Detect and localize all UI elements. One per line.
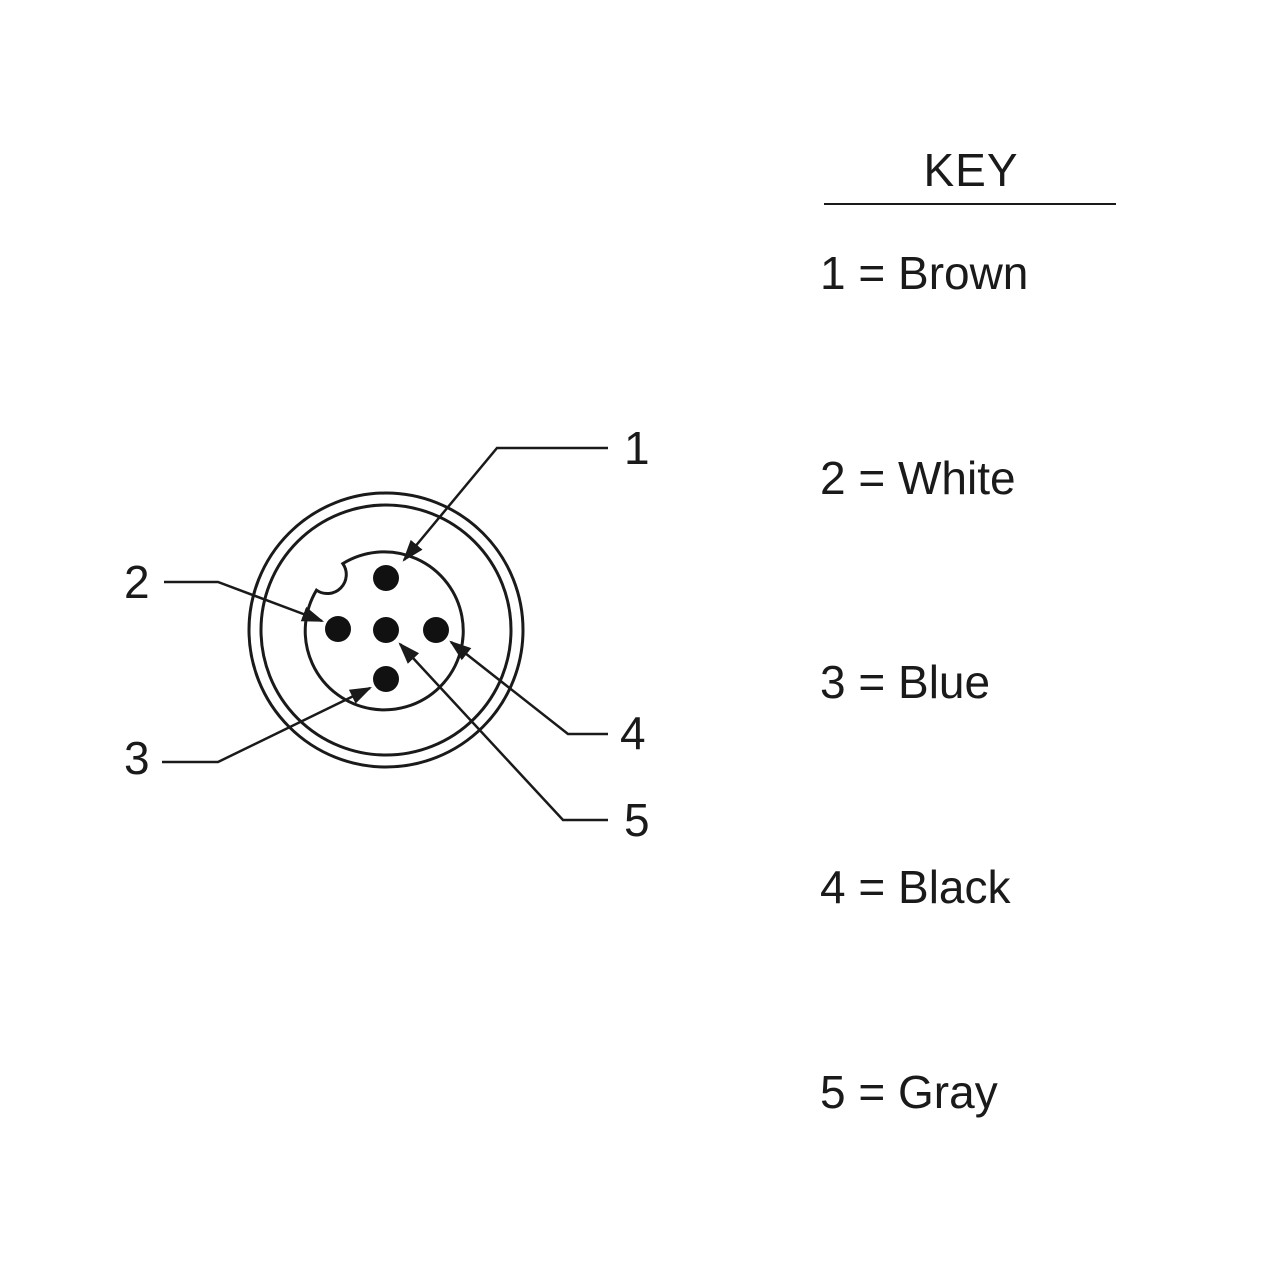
pin-5-leader bbox=[398, 642, 608, 822]
pin-4-label: 4 bbox=[620, 707, 646, 759]
pin-4-contact bbox=[423, 617, 449, 643]
key-divider bbox=[824, 203, 1116, 205]
key-entry-pin-4: 4 = Black bbox=[820, 861, 1011, 913]
key-entry-pin-3: 3 = Blue bbox=[820, 656, 991, 708]
pin-5-label: 5 bbox=[624, 794, 650, 846]
connector-outer-ring bbox=[247, 491, 525, 769]
pin-4-leader bbox=[449, 640, 608, 736]
pin-1-leader bbox=[402, 446, 608, 562]
pin-1-contact bbox=[373, 565, 399, 591]
pin-1-label: 1 bbox=[624, 422, 650, 474]
pin-2-contact bbox=[325, 616, 351, 642]
key-title: KEY bbox=[923, 144, 1019, 196]
connector-inner-ring bbox=[259, 503, 513, 757]
pin-3-label: 3 bbox=[124, 732, 150, 784]
pin-3-leader bbox=[162, 686, 372, 764]
key-entry-pin-2: 2 = White bbox=[820, 452, 1016, 504]
pin-2-label: 2 bbox=[124, 556, 150, 608]
pin-3-contact bbox=[373, 666, 399, 692]
pin-5-contact bbox=[373, 617, 399, 643]
connector-insert-face bbox=[303, 550, 465, 712]
key-entry-pin-1: 1 = Brown bbox=[820, 247, 1029, 299]
pin-2-leader bbox=[164, 580, 325, 623]
key-entry-pin-5: 5 = Gray bbox=[820, 1066, 998, 1118]
